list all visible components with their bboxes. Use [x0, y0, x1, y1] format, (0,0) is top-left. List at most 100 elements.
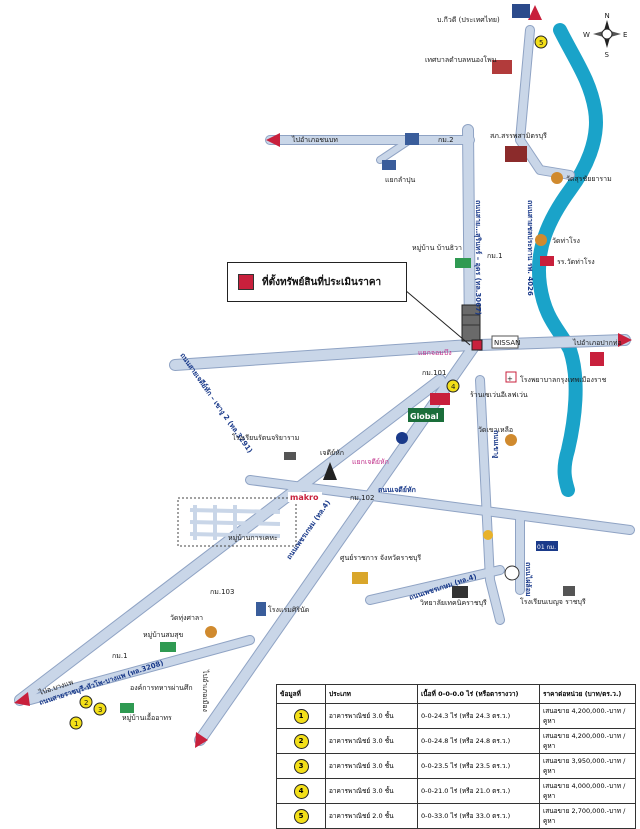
label-temple3: วัดเขาเหลือ — [478, 426, 513, 434]
row-type: อาคารพาณิชย์ 3.0 ชั้น — [325, 703, 418, 729]
temple-icon-3 — [505, 434, 517, 446]
nissan-box — [491, 335, 519, 349]
label-temple4: วัดทุ่งศาลา — [170, 614, 203, 622]
label-road-vertical: ถนนเขางู — [491, 430, 500, 459]
label-seven: ร้านเซเว่นอีเลฟเว่น — [470, 391, 528, 399]
compass-rose-icon: N S E W — [583, 12, 627, 59]
marker-4: 4 — [446, 379, 460, 393]
row-type: อาคารพาณิชย์ 2.0 ชั้น — [325, 803, 418, 829]
row-price: เสนอขาย 3,950,000.-บาท / คูหา — [539, 753, 636, 779]
housing-estate-area — [177, 497, 297, 547]
housing-estate-roads — [189, 505, 281, 540]
row-type: อาคารพาณิชย์ 3.0 ชั้น — [325, 753, 418, 779]
marker-5: 5 — [534, 35, 548, 49]
svg-text:2: 2 — [84, 699, 88, 707]
arrow-bottom-icon — [195, 732, 208, 748]
makro-label: makro — [290, 493, 319, 502]
label-village-left: หมู่บ้านสมสุข — [143, 631, 184, 639]
label-km1b: กม.1 — [112, 652, 128, 660]
row-price: เสนอขาย 2,700,000.-บาท / คูหา — [539, 803, 636, 829]
village-icon-2 — [160, 642, 176, 652]
village-icon — [455, 258, 471, 268]
label-km2: กม.2 — [438, 136, 454, 144]
arrow-right-icon — [618, 333, 632, 347]
row-number-badge: 4 — [293, 783, 309, 799]
brand-r-icon — [504, 565, 520, 581]
pagoda-icon — [323, 462, 337, 480]
shop-label: 01 กม. — [537, 544, 556, 551]
label-hospital: โรงพยาบาลกรุงเทพเมืองราช — [520, 375, 607, 384]
row-number-badge: 3 — [293, 758, 309, 774]
bank-icon — [590, 352, 604, 366]
table-row: 2 อาคารพาณิชย์ 3.0 ชั้น 0-0-24.8 ไร่ (หร… — [276, 728, 636, 754]
compass-e: E — [623, 31, 627, 39]
label-village-left2: หมู่บ้านเอื้ออาทร — [122, 711, 172, 722]
marker-3: 3 — [93, 702, 107, 716]
label-road-river: ถนนสายชลประทาน รพ. 4026 — [526, 200, 534, 296]
compass-w: W — [583, 31, 590, 39]
nissan-label: NISSAN — [494, 339, 520, 347]
row-type: อาคารพาณิชย์ 3.0 ชั้น — [325, 728, 418, 754]
school-icon-2 — [284, 452, 296, 460]
label-road-v2: ถนนไผ่ล้อม — [524, 562, 533, 597]
office-building-icon — [405, 133, 419, 145]
table-row: 5 อาคารพาณิชย์ 2.0 ชั้น 0-0-33.0 ไร่ (หร… — [276, 803, 636, 829]
header-price: ราคาต่อหน่วย (บาท/ตร.ว.) — [539, 684, 636, 704]
row-number-badge: 1 — [293, 708, 309, 724]
label-km1: กม.1 — [487, 252, 503, 260]
school-icon-3 — [563, 586, 575, 596]
compass-s: S — [605, 51, 610, 59]
river — [532, 23, 603, 497]
label-to-right: ไปอำเภอปากท่อ — [572, 338, 622, 347]
label-org: องค์การทหารผ่านศึก — [130, 683, 193, 692]
temple-icon — [551, 172, 563, 184]
header-area: เนื้อที่ 0-0-0.0 ไร่ (หรือตารางวา) — [417, 684, 540, 704]
row-number-badge: 2 — [293, 733, 309, 749]
compass-n: N — [605, 12, 610, 20]
row-area: 0-0-24.8 ไร่ (หรือ 24.8 ตร.ว.) — [417, 728, 540, 754]
tesco-lotus-icon — [430, 393, 450, 405]
header-no: ข้อมูลที่ — [276, 684, 326, 704]
table-row: 1 อาคารพาณิชย์ 3.0 ชั้น 0-0-24.3 ไร่ (หร… — [276, 703, 636, 729]
police-station-icon — [505, 146, 527, 162]
svg-text:5: 5 — [539, 39, 543, 47]
direction-arrows — [14, 5, 632, 748]
label-pagoda: เจดีย์หัก — [320, 449, 344, 457]
global-house-icon — [408, 408, 444, 422]
table-row: 3 อาคารพาณิชย์ 3.0 ชั้น 0-0-23.5 ไร่ (หร… — [276, 753, 636, 779]
label-school2: โรงเรียนรัตนจริยาราม — [232, 433, 299, 442]
row-price: เสนอขาย 4,200,000.-บาท / คูหา — [539, 728, 636, 754]
marker-2: 2 — [79, 695, 93, 709]
label-college: วิทยาลัยเทคนิคราชบุรี — [420, 599, 487, 607]
hospital-cross-icon: + — [507, 375, 513, 383]
row-price: เสนอขาย 4,200,000.-บาท / คูหา — [539, 703, 636, 729]
label-top-right: บ.กีวดี (ประเทศไทย) — [437, 15, 500, 24]
government-center-icon — [352, 572, 368, 584]
label-center-office: ศูนย์ราชการ จังหวัดราชบุรี — [340, 554, 421, 562]
row-area: 0-0-33.0 ไร่ (หรือ 33.0 ตร.ว.) — [417, 803, 540, 829]
label-road-north: ถนนสาย…สุรินทร์ – อุดร (ทล.3067) — [474, 200, 483, 315]
label-municipality: เทศบาลตำบลหนองโพน — [425, 55, 497, 64]
legend-box: ที่ตั้งทรัพย์สินที่ประเมินราคา — [227, 262, 407, 302]
svg-text:4: 4 — [451, 383, 456, 391]
label-to-bottom: ไปอำเภอเมือง — [201, 669, 210, 712]
arrow-left-icon — [266, 133, 280, 147]
label-village-pinkoa: หมู่บ้านการเคหะ — [228, 534, 278, 542]
village-icon-3 — [120, 703, 134, 713]
label-school1: รร.วัดท่าโรง — [557, 257, 595, 266]
hotel-icon — [256, 602, 266, 616]
label-village-top: หมู่บ้าน บ้านธิวา — [412, 244, 462, 252]
table-header-row: ข้อมูลที่ ประเภท เนื้อที่ 0-0-0.0 ไร่ (ห… — [276, 684, 636, 704]
label-school3: โรงเรียนเบญจ ราชบุรี — [520, 597, 586, 606]
temple-icon-2 — [535, 234, 547, 246]
legend-pointer — [404, 289, 471, 346]
header-type: ประเภท — [325, 684, 418, 704]
label-temple1: วัดสุรชัยยาราม — [566, 175, 612, 183]
label-to-left: ไปอำเภอชนบท — [291, 135, 338, 144]
subject-property-building-icon — [461, 304, 483, 351]
label-watlumpun: แยกลำปุน — [385, 176, 416, 184]
shell-station-icon — [483, 530, 493, 540]
label-temple2: วัดท่าโรง — [552, 236, 580, 245]
row-area: 0-0-23.5 ไร่ (หรือ 23.5 ตร.ว.) — [417, 753, 540, 779]
office-building-icon-2 — [382, 160, 396, 170]
